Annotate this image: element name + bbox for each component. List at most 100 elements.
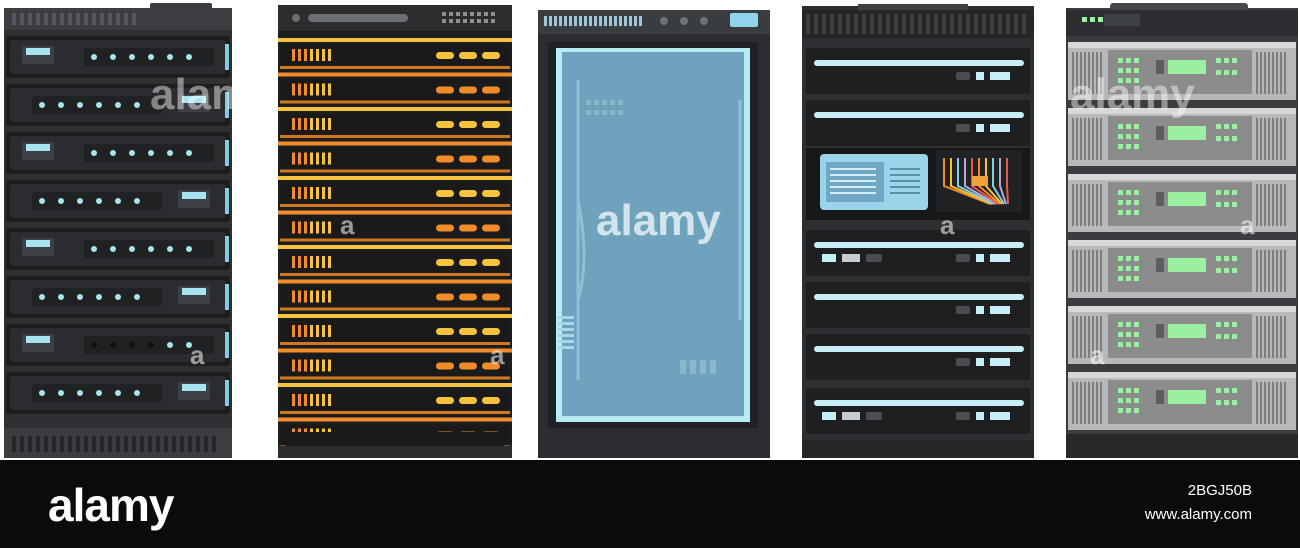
rack-5-display	[1168, 126, 1206, 140]
rack-4-unit	[806, 388, 1030, 434]
rack-1-led	[129, 150, 135, 156]
rack-1-led	[39, 102, 45, 108]
rack-5-led-right	[1216, 400, 1221, 405]
rack-1-vent	[76, 13, 80, 25]
rack-3-top-vent	[544, 16, 547, 26]
rack-5-vent-right	[1276, 52, 1278, 94]
rack-5-led	[1118, 276, 1123, 281]
rack-5-vent-right	[1276, 382, 1278, 424]
rack-4-monitor-text	[830, 174, 876, 176]
rack-1-led	[148, 342, 154, 348]
rack-5-led	[1118, 58, 1123, 63]
rack-2-unit-lip	[280, 376, 510, 380]
rack-1-led	[110, 54, 116, 60]
rack-3-glass-blocks	[680, 360, 686, 374]
rack-2-meter-bar	[328, 359, 331, 372]
rack-1-led	[129, 246, 135, 252]
rack-4-small-button	[866, 254, 882, 262]
rack-1-base-vent	[132, 436, 136, 452]
rack-5-led	[1134, 144, 1139, 149]
rack-5-led	[1134, 266, 1139, 271]
rack-1-led	[39, 198, 45, 204]
rack-5-vent-right	[1268, 250, 1270, 292]
rack-5-vent-left	[1096, 118, 1098, 160]
rack-2-meter-bar	[292, 256, 295, 268]
rack-5-led-right	[1216, 268, 1221, 273]
rack-1-led	[77, 198, 83, 204]
rack-5-vent-left	[1072, 250, 1074, 292]
rack-5-vent-right	[1284, 316, 1286, 358]
rack-2-meter-bar	[304, 152, 307, 165]
rack-5-vent-left	[1076, 250, 1078, 292]
rack-5-led	[1134, 190, 1139, 195]
rack-2-base	[278, 446, 512, 458]
rack-1-base-vent	[156, 436, 160, 452]
rack-4-top-vent	[982, 14, 986, 34]
rack-1-display	[26, 48, 50, 55]
rack-2-meter-bar	[316, 152, 319, 165]
rack-2-meter-bar	[328, 118, 331, 130]
rack-2-meter-bar	[322, 359, 325, 372]
rack-4-top-vent	[854, 14, 858, 34]
rack-5-led	[1126, 134, 1131, 139]
rack-2-base-inner	[286, 432, 504, 446]
rack-5-vent-left	[1088, 382, 1090, 424]
rack-4-monitor-text	[890, 192, 920, 194]
rack-3-top-vent	[594, 16, 597, 26]
rack-5-vent-right	[1280, 250, 1282, 292]
rack-4-light-strip	[814, 242, 1024, 248]
rack-5-display	[1168, 60, 1206, 74]
rack-2-rail	[278, 279, 512, 284]
rack-5-led	[1134, 210, 1139, 215]
rack-5-vent-right	[1272, 382, 1274, 424]
rack-5-led	[1118, 200, 1123, 205]
rack-3-top-vent	[609, 16, 612, 26]
rack-1-side-light	[225, 236, 229, 262]
rack-5-vent-left	[1100, 316, 1102, 358]
rack-2-meter-bar	[316, 118, 319, 130]
rack-4-unit-display	[990, 124, 1010, 132]
rack-2-top-dot	[491, 19, 495, 23]
rack-2-top-dot	[491, 12, 495, 16]
rack-3-top-vent	[554, 16, 557, 26]
rack-3-glass-dots	[586, 100, 591, 105]
rack-5-led-right	[1232, 322, 1237, 327]
rack-5-led-right	[1232, 256, 1237, 261]
rack-2-meter-bar	[292, 83, 295, 96]
rack-4-unit-display	[990, 254, 1010, 262]
rack-2-led	[459, 328, 477, 335]
rack-5-vent-left	[1084, 52, 1086, 94]
rack-4-small-button	[866, 412, 882, 420]
rack-2-meter-bar	[304, 187, 307, 199]
rack-4-top-cap	[858, 4, 968, 10]
rack-5-vent-left	[1080, 250, 1082, 292]
rack-5-led-right	[1232, 190, 1237, 195]
rack-2-top-slot	[308, 14, 408, 22]
rack-5-switch	[1156, 324, 1164, 338]
rack-1-vent	[44, 13, 48, 25]
rack-2-meter-bar	[292, 118, 295, 130]
rack-1-base-vent	[196, 436, 200, 452]
rack-5-vent-left	[1076, 382, 1078, 424]
rack-1-led	[91, 342, 97, 348]
rack-5-vent-right	[1276, 250, 1278, 292]
rack-2-led	[482, 190, 500, 197]
rack-1-side-light	[225, 92, 229, 118]
rack-2-meter-bar	[292, 290, 295, 303]
rack-5-top-led	[1098, 17, 1103, 22]
rack-5-led	[1134, 332, 1139, 337]
rack-5-vent-right	[1272, 52, 1274, 94]
rack-5-led	[1118, 134, 1123, 139]
rack-2-led	[436, 259, 454, 266]
rack-5-vent-left	[1100, 382, 1102, 424]
rack-2-rail	[278, 141, 512, 146]
rack-4-top-vent	[822, 14, 826, 34]
rack-5-led	[1126, 388, 1131, 393]
rack-1-led	[110, 246, 116, 252]
rack-2-led	[459, 190, 477, 197]
rack-5-led	[1134, 78, 1139, 83]
rack-3-glass-dots	[594, 110, 599, 115]
rack-3-top-vent	[619, 16, 622, 26]
rack-2-unit-lip	[280, 135, 510, 138]
rack-5-vent-left	[1088, 316, 1090, 358]
